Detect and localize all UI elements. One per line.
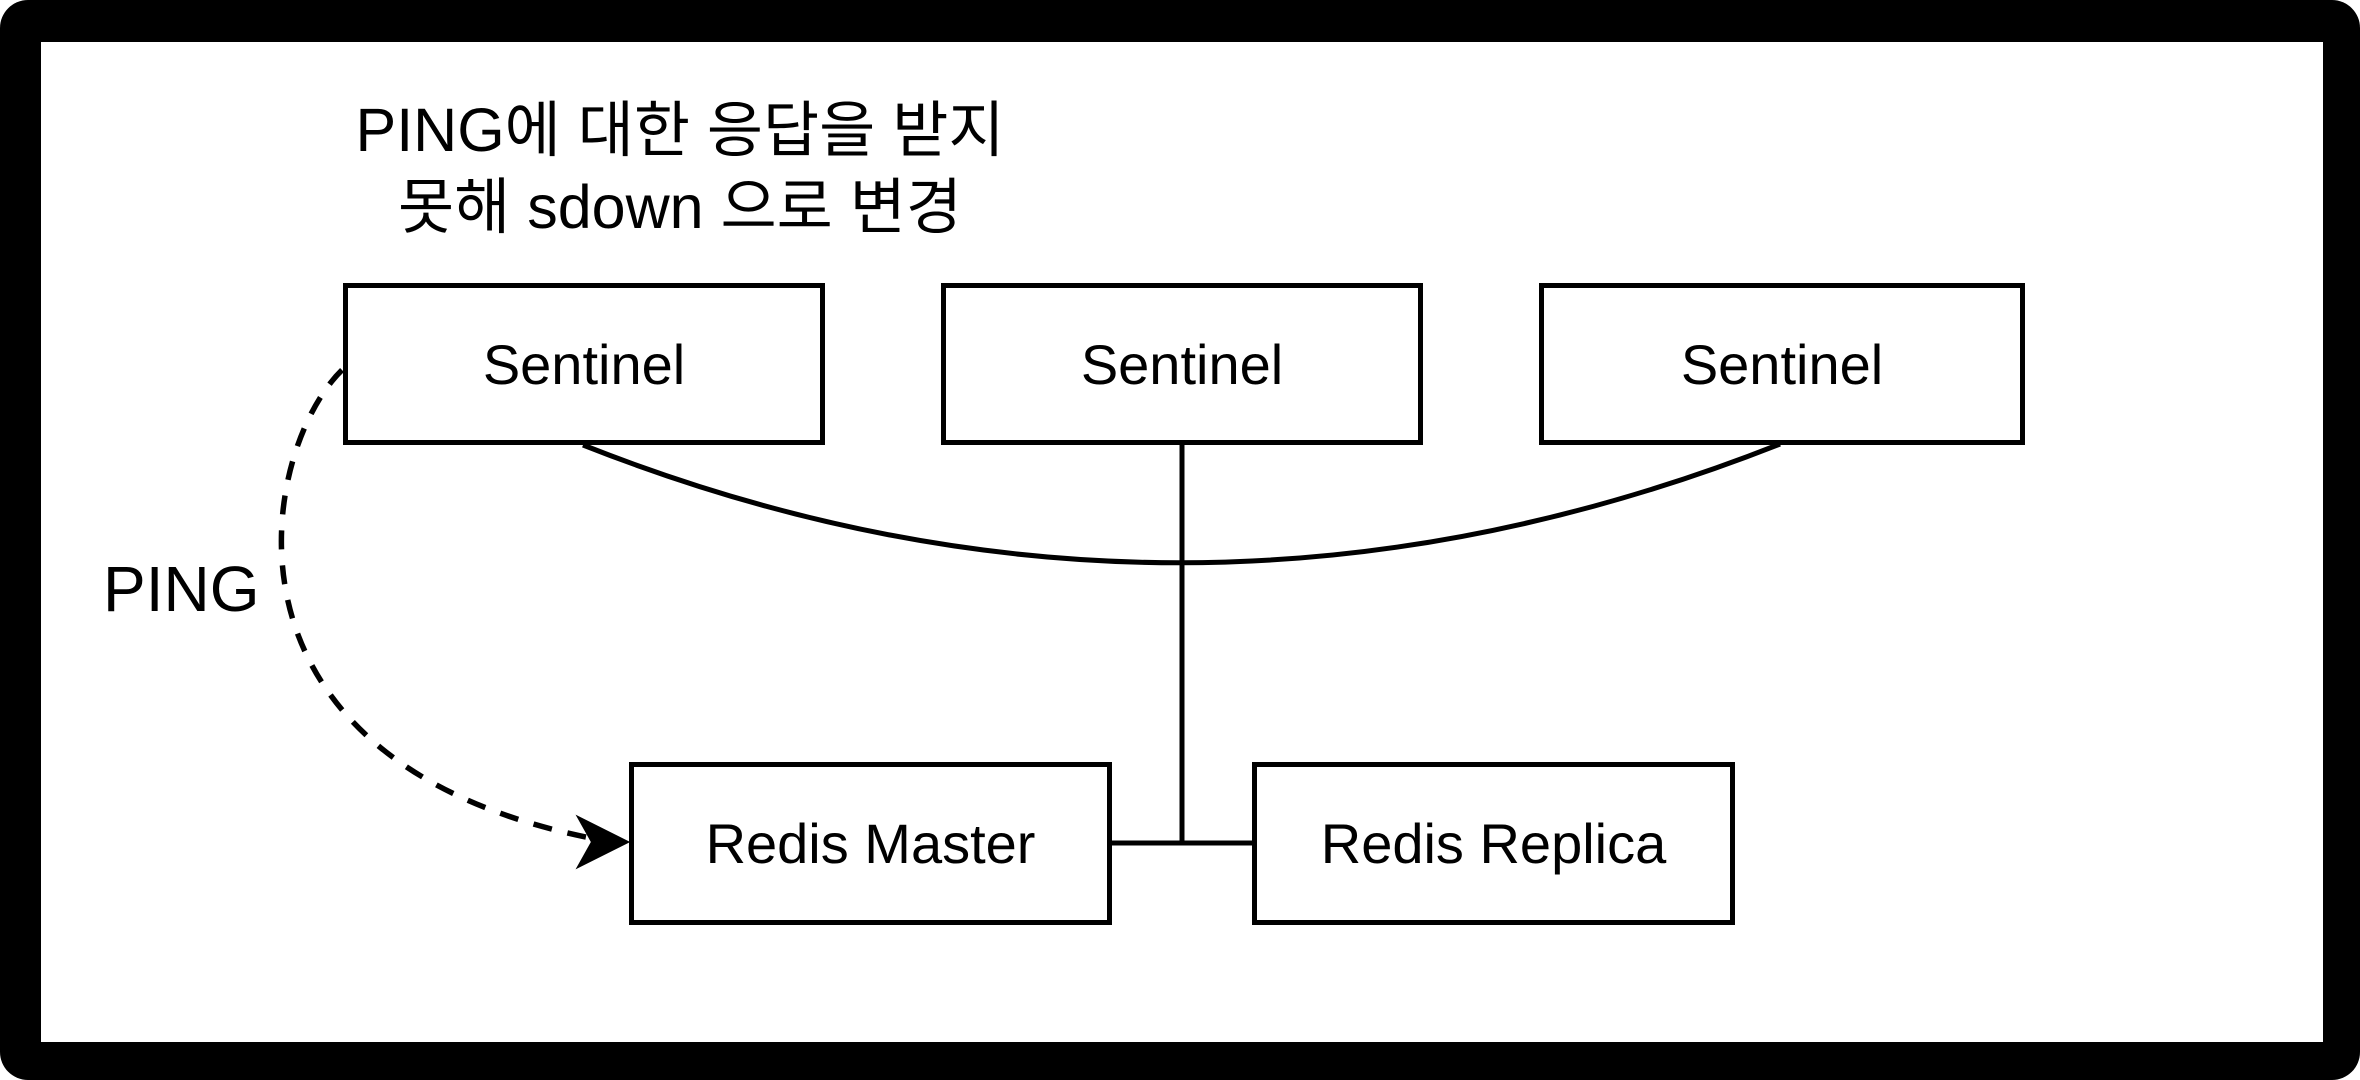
- ping-edge-label: PING: [103, 553, 260, 625]
- sdown-annotation-line1: PING에 대한 응답을 받지: [355, 96, 1005, 164]
- node-sentinel-2: Sentinel: [941, 283, 1423, 445]
- node-redis-replica-label: Redis Replica: [1320, 812, 1667, 875]
- ping-dashed-arrow: [278, 368, 613, 845]
- node-sentinel-3-label: Sentinel: [1680, 332, 1884, 396]
- sdown-annotation-line2: 못해 sdown 으로 변경: [398, 173, 962, 241]
- node-sentinel-2-label: Sentinel: [1080, 332, 1284, 396]
- node-redis-master-label: Redis Master: [705, 812, 1036, 875]
- node-sentinel-1-label: Sentinel: [482, 332, 686, 396]
- node-sentinel-1: Sentinel: [343, 283, 825, 445]
- node-redis-master: Redis Master: [629, 762, 1112, 925]
- node-sentinel-3: Sentinel: [1539, 283, 2025, 445]
- sdown-annotation: PING에 대한 응답을 받지 못해 sdown 으로 변경: [320, 92, 1040, 246]
- node-redis-replica: Redis Replica: [1252, 762, 1735, 925]
- ping-arrow-head: [575, 814, 631, 870]
